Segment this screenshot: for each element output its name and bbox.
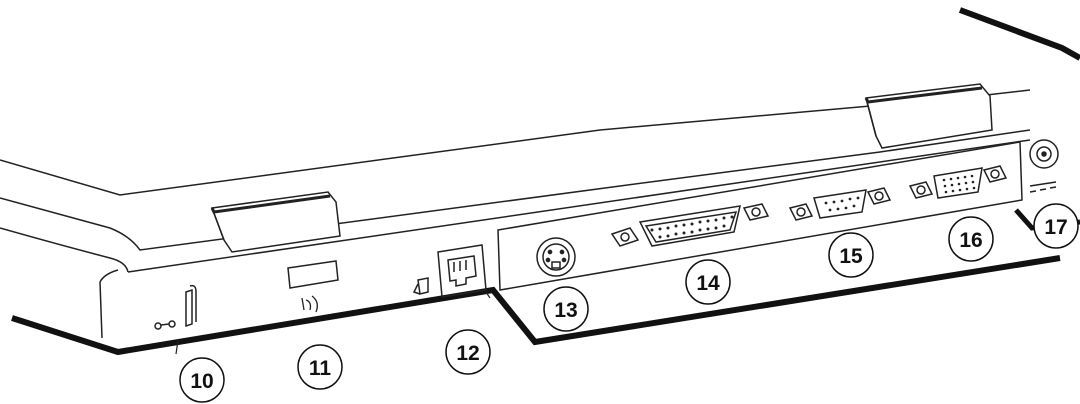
callout-10: 10 [179,357,225,403]
vga-port [908,165,1008,199]
leader-12 [485,291,491,299]
modem-jack [437,244,487,298]
right-hinge [864,83,993,149]
base-outline [11,255,1061,356]
callout-11-label: 11 [309,357,332,380]
callout-16: 16 [948,216,994,262]
leader-10 [175,339,179,355]
callout-17-label: 17 [1044,216,1067,239]
callout-14-label: 14 [696,272,720,295]
serial-port [788,187,892,221]
callout-13-label: 13 [554,299,577,322]
callout-15-label: 15 [839,245,863,268]
callout-12: 12 [445,329,491,375]
right-edge-outline [958,7,1080,61]
port-bay [497,141,1023,291]
callout-10-label: 10 [190,370,213,393]
left-hinge [210,191,341,253]
dc-jack [1029,139,1059,169]
parallel-port [610,203,770,247]
ir-symbol-icon [301,295,318,313]
rear-panel-left-corner [99,269,119,339]
rear-panel-top [127,139,1031,273]
dc-polarity-icon [1029,181,1057,193]
phone-icon [412,277,429,295]
callout-14: 14 [685,259,731,305]
callout-11: 11 [297,344,343,390]
lid-lower-edge [0,129,1031,251]
lock-slot-icon [154,284,197,330]
callout-15: 15 [828,232,874,278]
callout-16-label: 16 [959,229,982,252]
lid-left-curve [0,227,129,273]
callout-12-label: 12 [456,342,479,365]
ps2-port [536,237,576,277]
callout-17: 17 [1033,203,1079,249]
ir-port [287,260,339,289]
callout-13: 13 [543,286,589,332]
